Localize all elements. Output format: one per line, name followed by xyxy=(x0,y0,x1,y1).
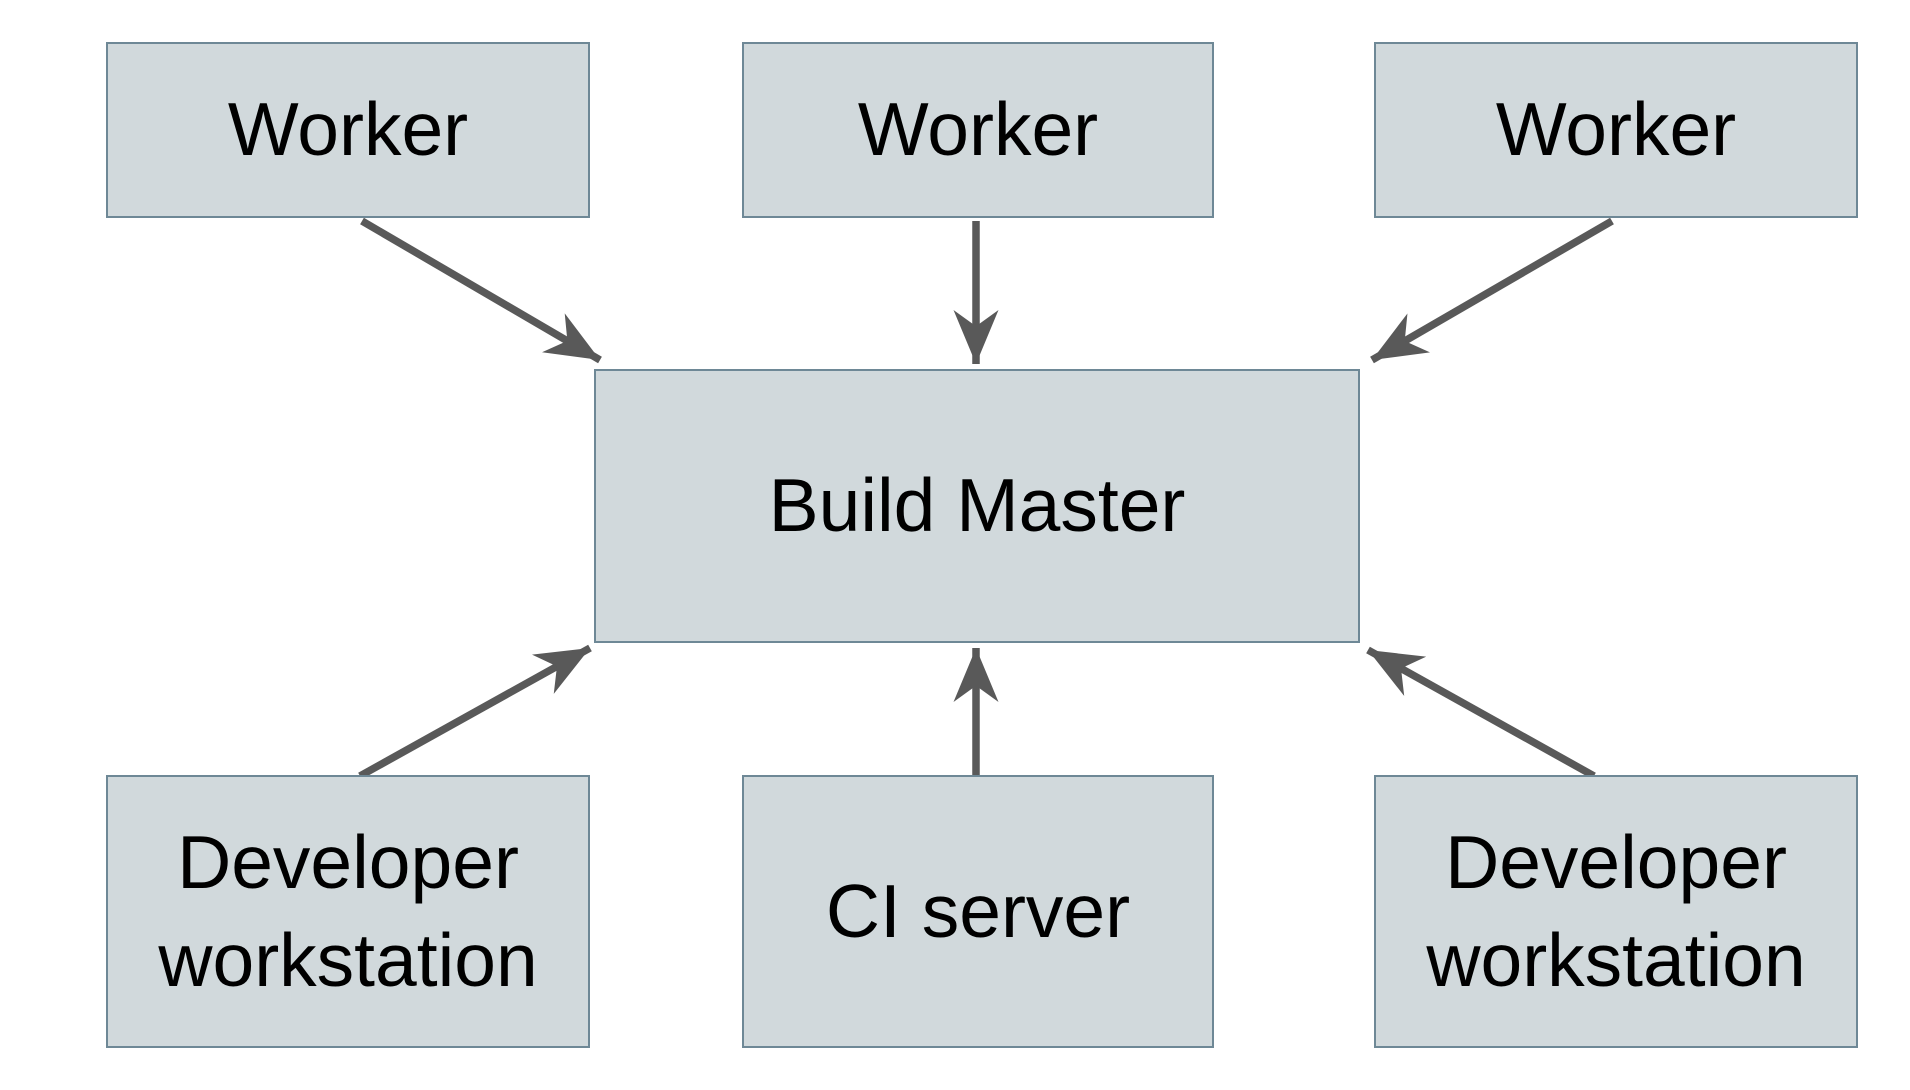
arrow-devworkstation-left-to-buildmaster xyxy=(358,644,592,780)
node-worker-1: Worker xyxy=(106,42,590,218)
node-build-master-label: Build Master xyxy=(768,463,1186,548)
node-ci-server: CI server xyxy=(742,775,1214,1048)
arrow-devworkstation-right-to-buildmaster xyxy=(1366,646,1596,780)
node-developer-workstation-left: Developer workstation xyxy=(106,775,590,1048)
node-worker-3: Worker xyxy=(1374,42,1858,218)
node-developer-workstation-left-label: Developer workstation xyxy=(158,820,538,1002)
arrow-worker1-to-buildmaster xyxy=(360,217,602,364)
node-ci-server-label: CI server xyxy=(825,868,1131,953)
node-worker-3-label: Worker xyxy=(1495,87,1737,172)
node-developer-workstation-right: Developer workstation xyxy=(1374,775,1858,1048)
node-worker-2-label: Worker xyxy=(857,87,1099,172)
node-worker-2: Worker xyxy=(742,42,1214,218)
arrow-worker3-to-buildmaster xyxy=(1370,217,1614,364)
node-developer-workstation-right-label: Developer workstation xyxy=(1426,820,1806,1002)
node-build-master: Build Master xyxy=(594,369,1360,643)
node-worker-1-label: Worker xyxy=(227,87,469,172)
